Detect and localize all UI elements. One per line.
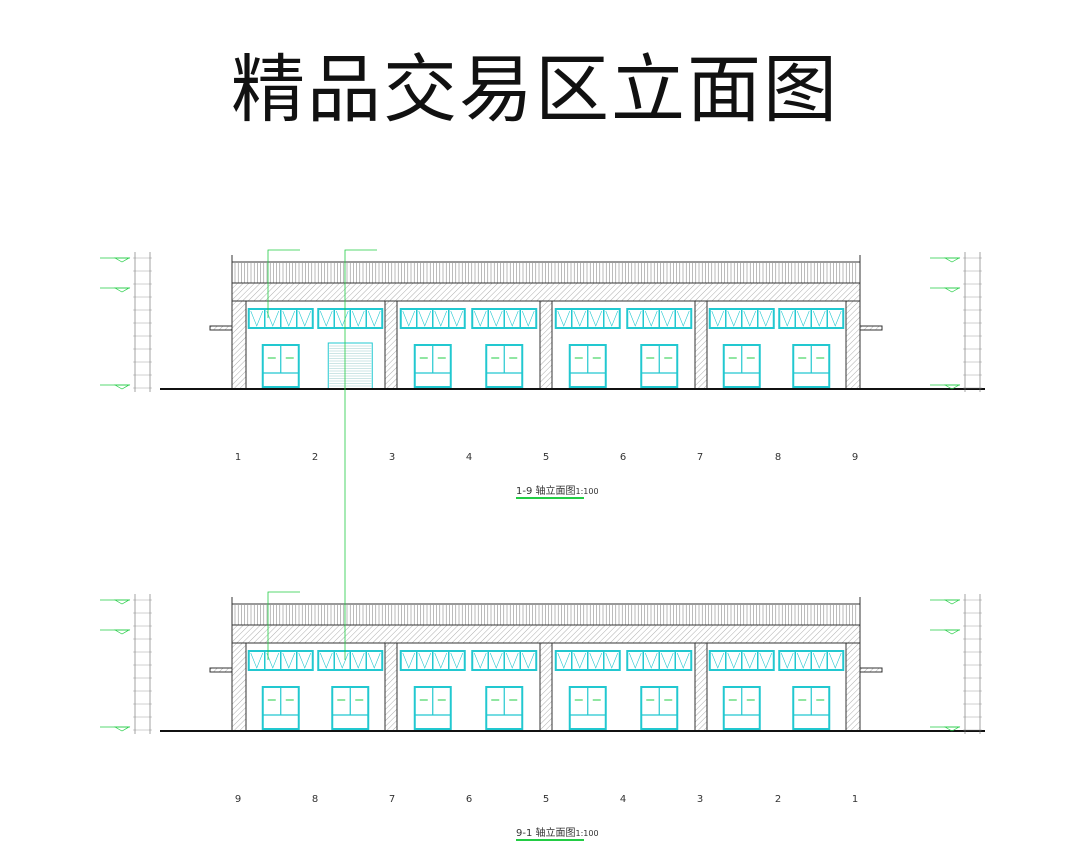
- parapet-railing: [231, 261, 861, 284]
- axis-label: 3: [697, 794, 703, 805]
- column: [694, 300, 708, 390]
- column: [539, 642, 553, 732]
- elevation-1: 1 2 3 4 5 6 7 8 9 1-9 轴立面图1:100: [100, 249, 985, 499]
- parapet-railing: [231, 603, 861, 626]
- column: [231, 642, 247, 732]
- caption-name: 9-1 轴立面图: [516, 826, 576, 839]
- axis-label: 7: [697, 452, 703, 463]
- axis-label: 7: [389, 794, 395, 805]
- axis-label: 2: [775, 794, 781, 805]
- canopy-right: [859, 667, 883, 673]
- column: [694, 642, 708, 732]
- axis-label: 5: [543, 452, 549, 463]
- canopy-left: [209, 667, 233, 673]
- roof-beam: [231, 282, 861, 302]
- annotation-leader: [267, 591, 300, 660]
- axis-label: 8: [775, 452, 781, 463]
- caption-name: 1-9 轴立面图: [516, 484, 576, 497]
- axis-label: 9: [235, 794, 241, 805]
- axis-label: 1: [852, 794, 858, 805]
- column: [845, 642, 861, 732]
- axis-label: 8: [312, 794, 318, 805]
- axis-label: 4: [466, 452, 472, 463]
- column: [231, 300, 247, 390]
- axis-label: 6: [620, 452, 626, 463]
- elevation-caption: 9-1 轴立面图1:100: [516, 826, 599, 839]
- axis-label: 2: [312, 452, 318, 463]
- annotation-leader: [267, 249, 300, 318]
- column: [845, 300, 861, 390]
- column: [384, 300, 398, 390]
- axis-label: 3: [389, 452, 395, 463]
- caption-scale: 1:100: [576, 487, 599, 496]
- axis-label: 1: [235, 452, 241, 463]
- column: [539, 300, 553, 390]
- axis-label: 9: [852, 452, 858, 463]
- axis-label: 4: [620, 794, 626, 805]
- column: [384, 642, 398, 732]
- canopy-right: [859, 325, 883, 331]
- annotation-leader: [344, 249, 377, 660]
- page-title: 精品交易区立面图: [231, 47, 839, 133]
- elevation-caption: 1-9 轴立面图1:100: [516, 484, 599, 497]
- caption-scale: 1:100: [576, 829, 599, 838]
- roof-beam: [231, 624, 861, 644]
- canopy-left: [209, 325, 233, 331]
- axis-label: 6: [466, 794, 472, 805]
- axis-label: 5: [543, 794, 549, 805]
